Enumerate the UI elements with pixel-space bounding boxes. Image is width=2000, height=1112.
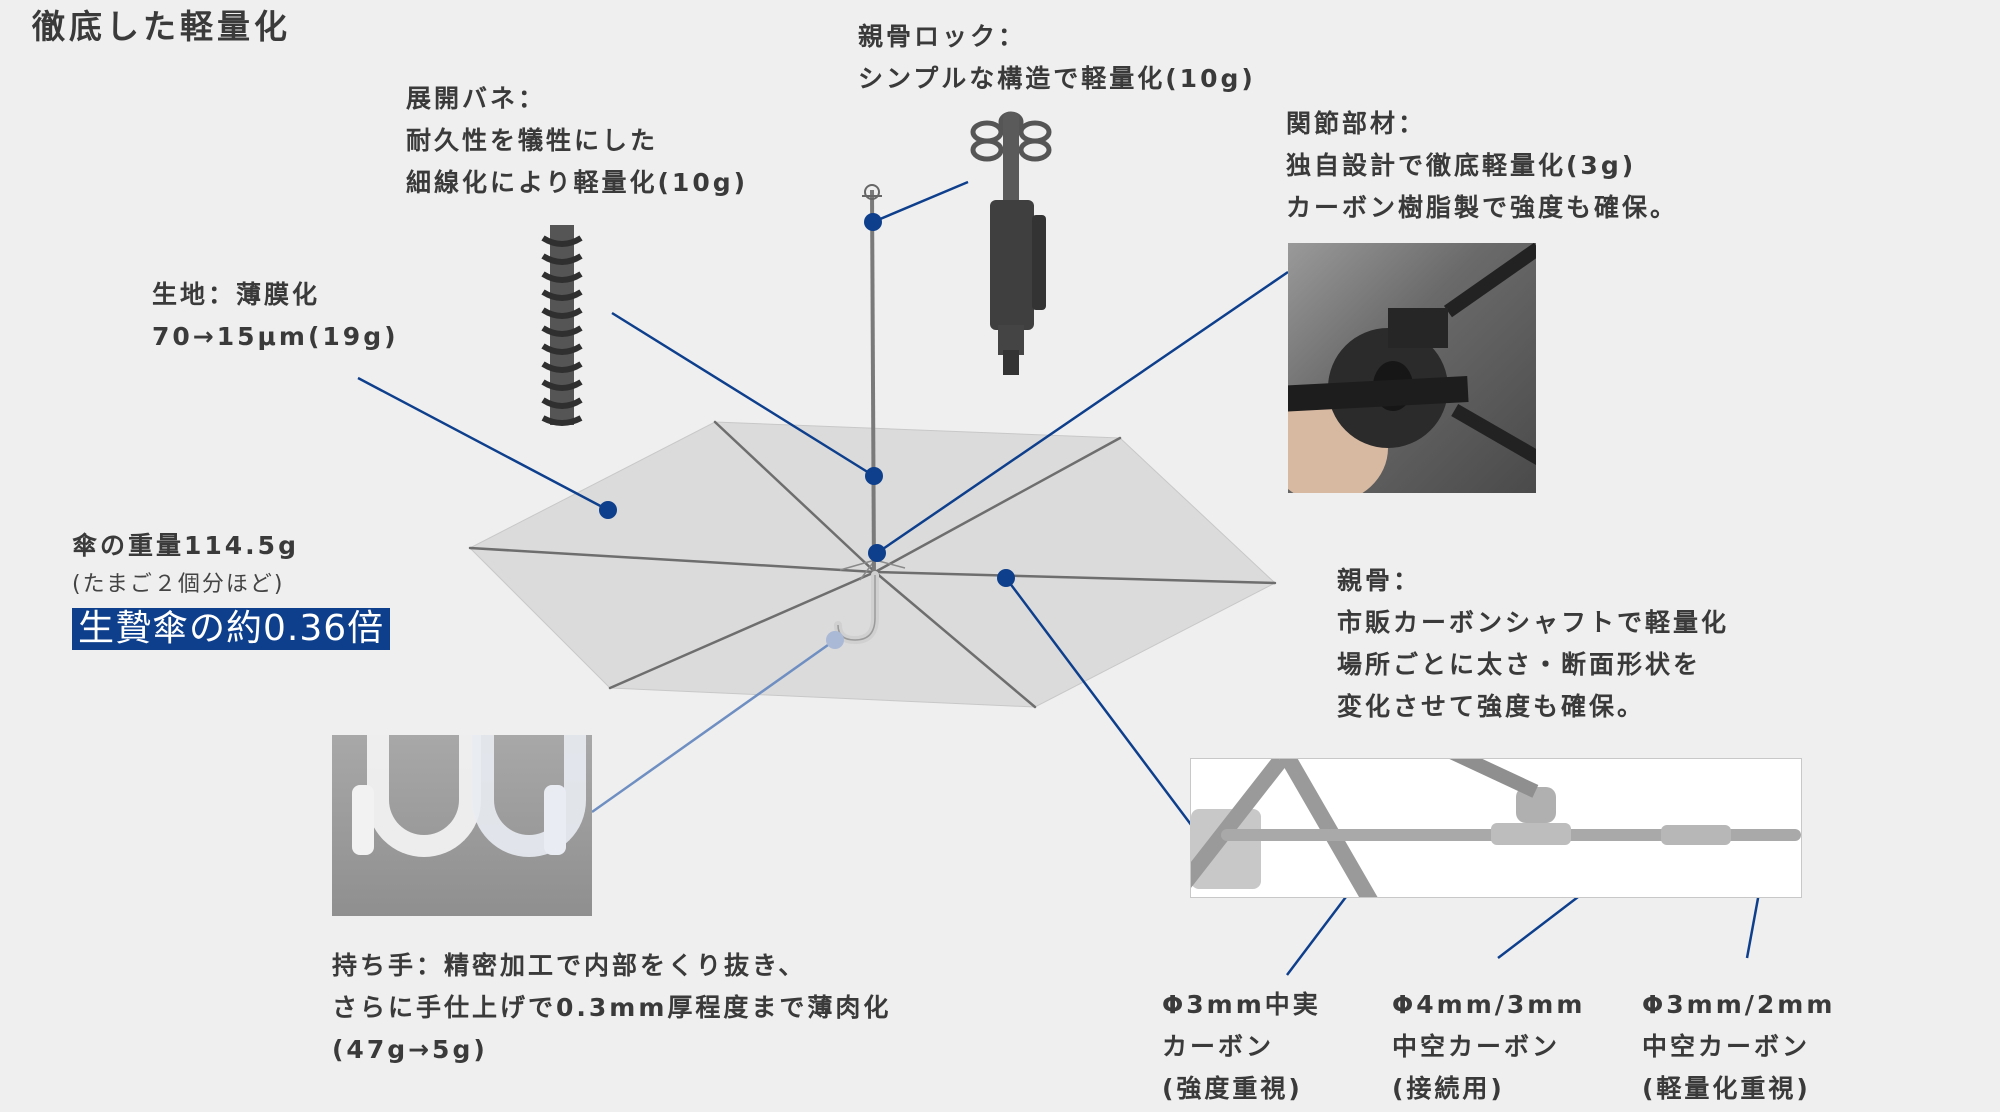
carbon-hollow-4-callout: Φ4mm/3mm 中空カーボン (接続用) (1392, 990, 1586, 1103)
umbrella-ribs (468, 420, 1277, 709)
lock-illustration (970, 111, 1052, 375)
handle-callout: 持ち手：精密加工で内部をくり抜き、 さらに手仕上げで0.3mm厚程度まで薄肉化 … (332, 951, 892, 1064)
lock-callout: 親骨ロック： シンプルな構造で軽量化(10g) (858, 22, 1256, 93)
carbon-hollow-3-callout: Φ3mm/2mm 中空カーボン (軽量化重視) (1642, 990, 1836, 1103)
joint-callout: 関節部材： 独自設計で徹底軽量化(3g) カーボン樹脂製で強度も確保。 (1286, 109, 1679, 222)
joint-photo (1288, 243, 1536, 493)
spring-callout: 展開バネ： 耐久性を犠牲にした 細線化により軽量化(10g) (406, 84, 749, 197)
handle-photo (332, 735, 592, 916)
carbon-solid-callout: Φ3mm中実 カーボン (強度重視) (1162, 990, 1321, 1103)
fabric-callout: 生地：薄膜化 70→15μm(19g) (152, 280, 399, 351)
weight-note: (たまご２個分ほど) (72, 572, 285, 597)
umbrella-shaft (870, 189, 876, 579)
rib-callout: 親骨： 市販カーボンシャフトで軽量化 場所ごとに太さ・断面形状を 変化させて強度… (1337, 566, 1730, 721)
page-title: 徹底した軽量化 (32, 7, 291, 46)
rib-photo (1190, 758, 1802, 898)
spring-illustration (541, 225, 583, 426)
weight-label: 傘の重量114.5g (72, 531, 299, 560)
weight-ratio-highlight: 生贄傘の約0.36倍 (72, 608, 391, 650)
